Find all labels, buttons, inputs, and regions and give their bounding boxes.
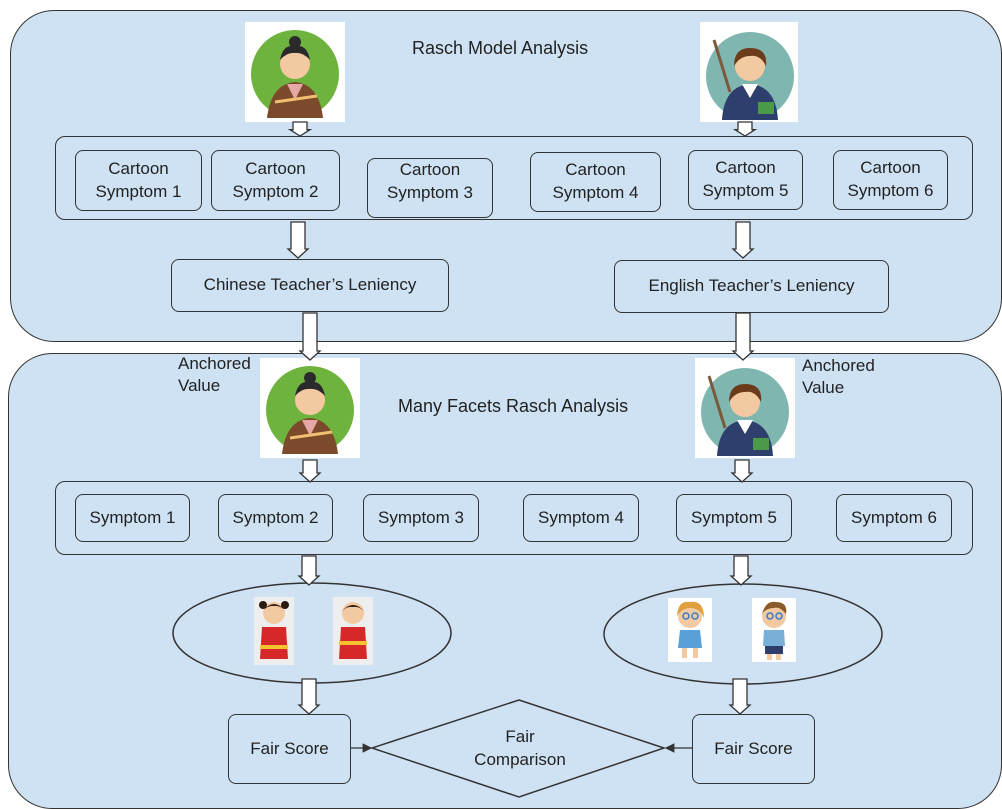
cartoon-symptoms-row bbox=[55, 136, 973, 220]
english-students-ellipse bbox=[603, 583, 883, 685]
symptom-5: Symptom 5 bbox=[676, 494, 792, 542]
western-girl-student-icon bbox=[668, 598, 712, 662]
symptom-2: Symptom 2 bbox=[218, 494, 333, 542]
chinese-teacher-icon bbox=[245, 22, 345, 122]
symptoms-row bbox=[55, 481, 973, 555]
flow-arrow-12 bbox=[728, 678, 752, 715]
chinese-boy-student-icon bbox=[333, 597, 373, 665]
chinese-teacher-icon-2 bbox=[260, 358, 360, 458]
flow-arrow-2 bbox=[732, 121, 758, 137]
flow-arrow-3 bbox=[286, 221, 310, 259]
rasch-model-panel bbox=[10, 10, 1002, 342]
fair-score-right: Fair Score bbox=[692, 714, 815, 784]
flow-arrow-1 bbox=[287, 121, 313, 137]
chinese-girl-student-icon bbox=[254, 597, 294, 665]
english-teacher-icon-2 bbox=[695, 358, 795, 458]
many-facets-panel bbox=[8, 353, 1002, 809]
rasch-model-title: Rasch Model Analysis bbox=[412, 38, 589, 58]
flow-arrow-4 bbox=[731, 221, 755, 259]
symptom-4: Symptom 4 bbox=[523, 494, 639, 542]
flow-arrow-11 bbox=[297, 678, 321, 715]
western-boy-student-icon bbox=[752, 598, 796, 662]
english-teacher-leniency: English Teacher’s Leniency bbox=[614, 260, 889, 313]
flow-arrow-6 bbox=[731, 312, 755, 361]
english-teacher-icon bbox=[700, 22, 798, 122]
chinese-teacher-leniency: Chinese Teacher’s Leniency bbox=[171, 259, 449, 312]
chinese-students-ellipse bbox=[172, 582, 452, 684]
flow-arrow-9 bbox=[297, 555, 321, 586]
flow-arrow-5 bbox=[298, 312, 322, 361]
flow-arrow-7 bbox=[298, 459, 322, 483]
many-facets-title: Many Facets Rasch Analysis bbox=[398, 396, 629, 416]
fair-comparison-diamond bbox=[369, 699, 667, 798]
anchored-value-right: Anchored Value bbox=[802, 356, 875, 398]
fair-score-left: Fair Score bbox=[228, 714, 351, 784]
symptom-1: Symptom 1 bbox=[75, 494, 190, 542]
anchored-value-left: Anchored Value bbox=[178, 354, 251, 396]
flow-arrow-10 bbox=[729, 555, 753, 586]
symptom-6: Symptom 6 bbox=[836, 494, 952, 542]
symptom-3: Symptom 3 bbox=[363, 494, 479, 542]
flow-arrow-8 bbox=[730, 459, 754, 483]
